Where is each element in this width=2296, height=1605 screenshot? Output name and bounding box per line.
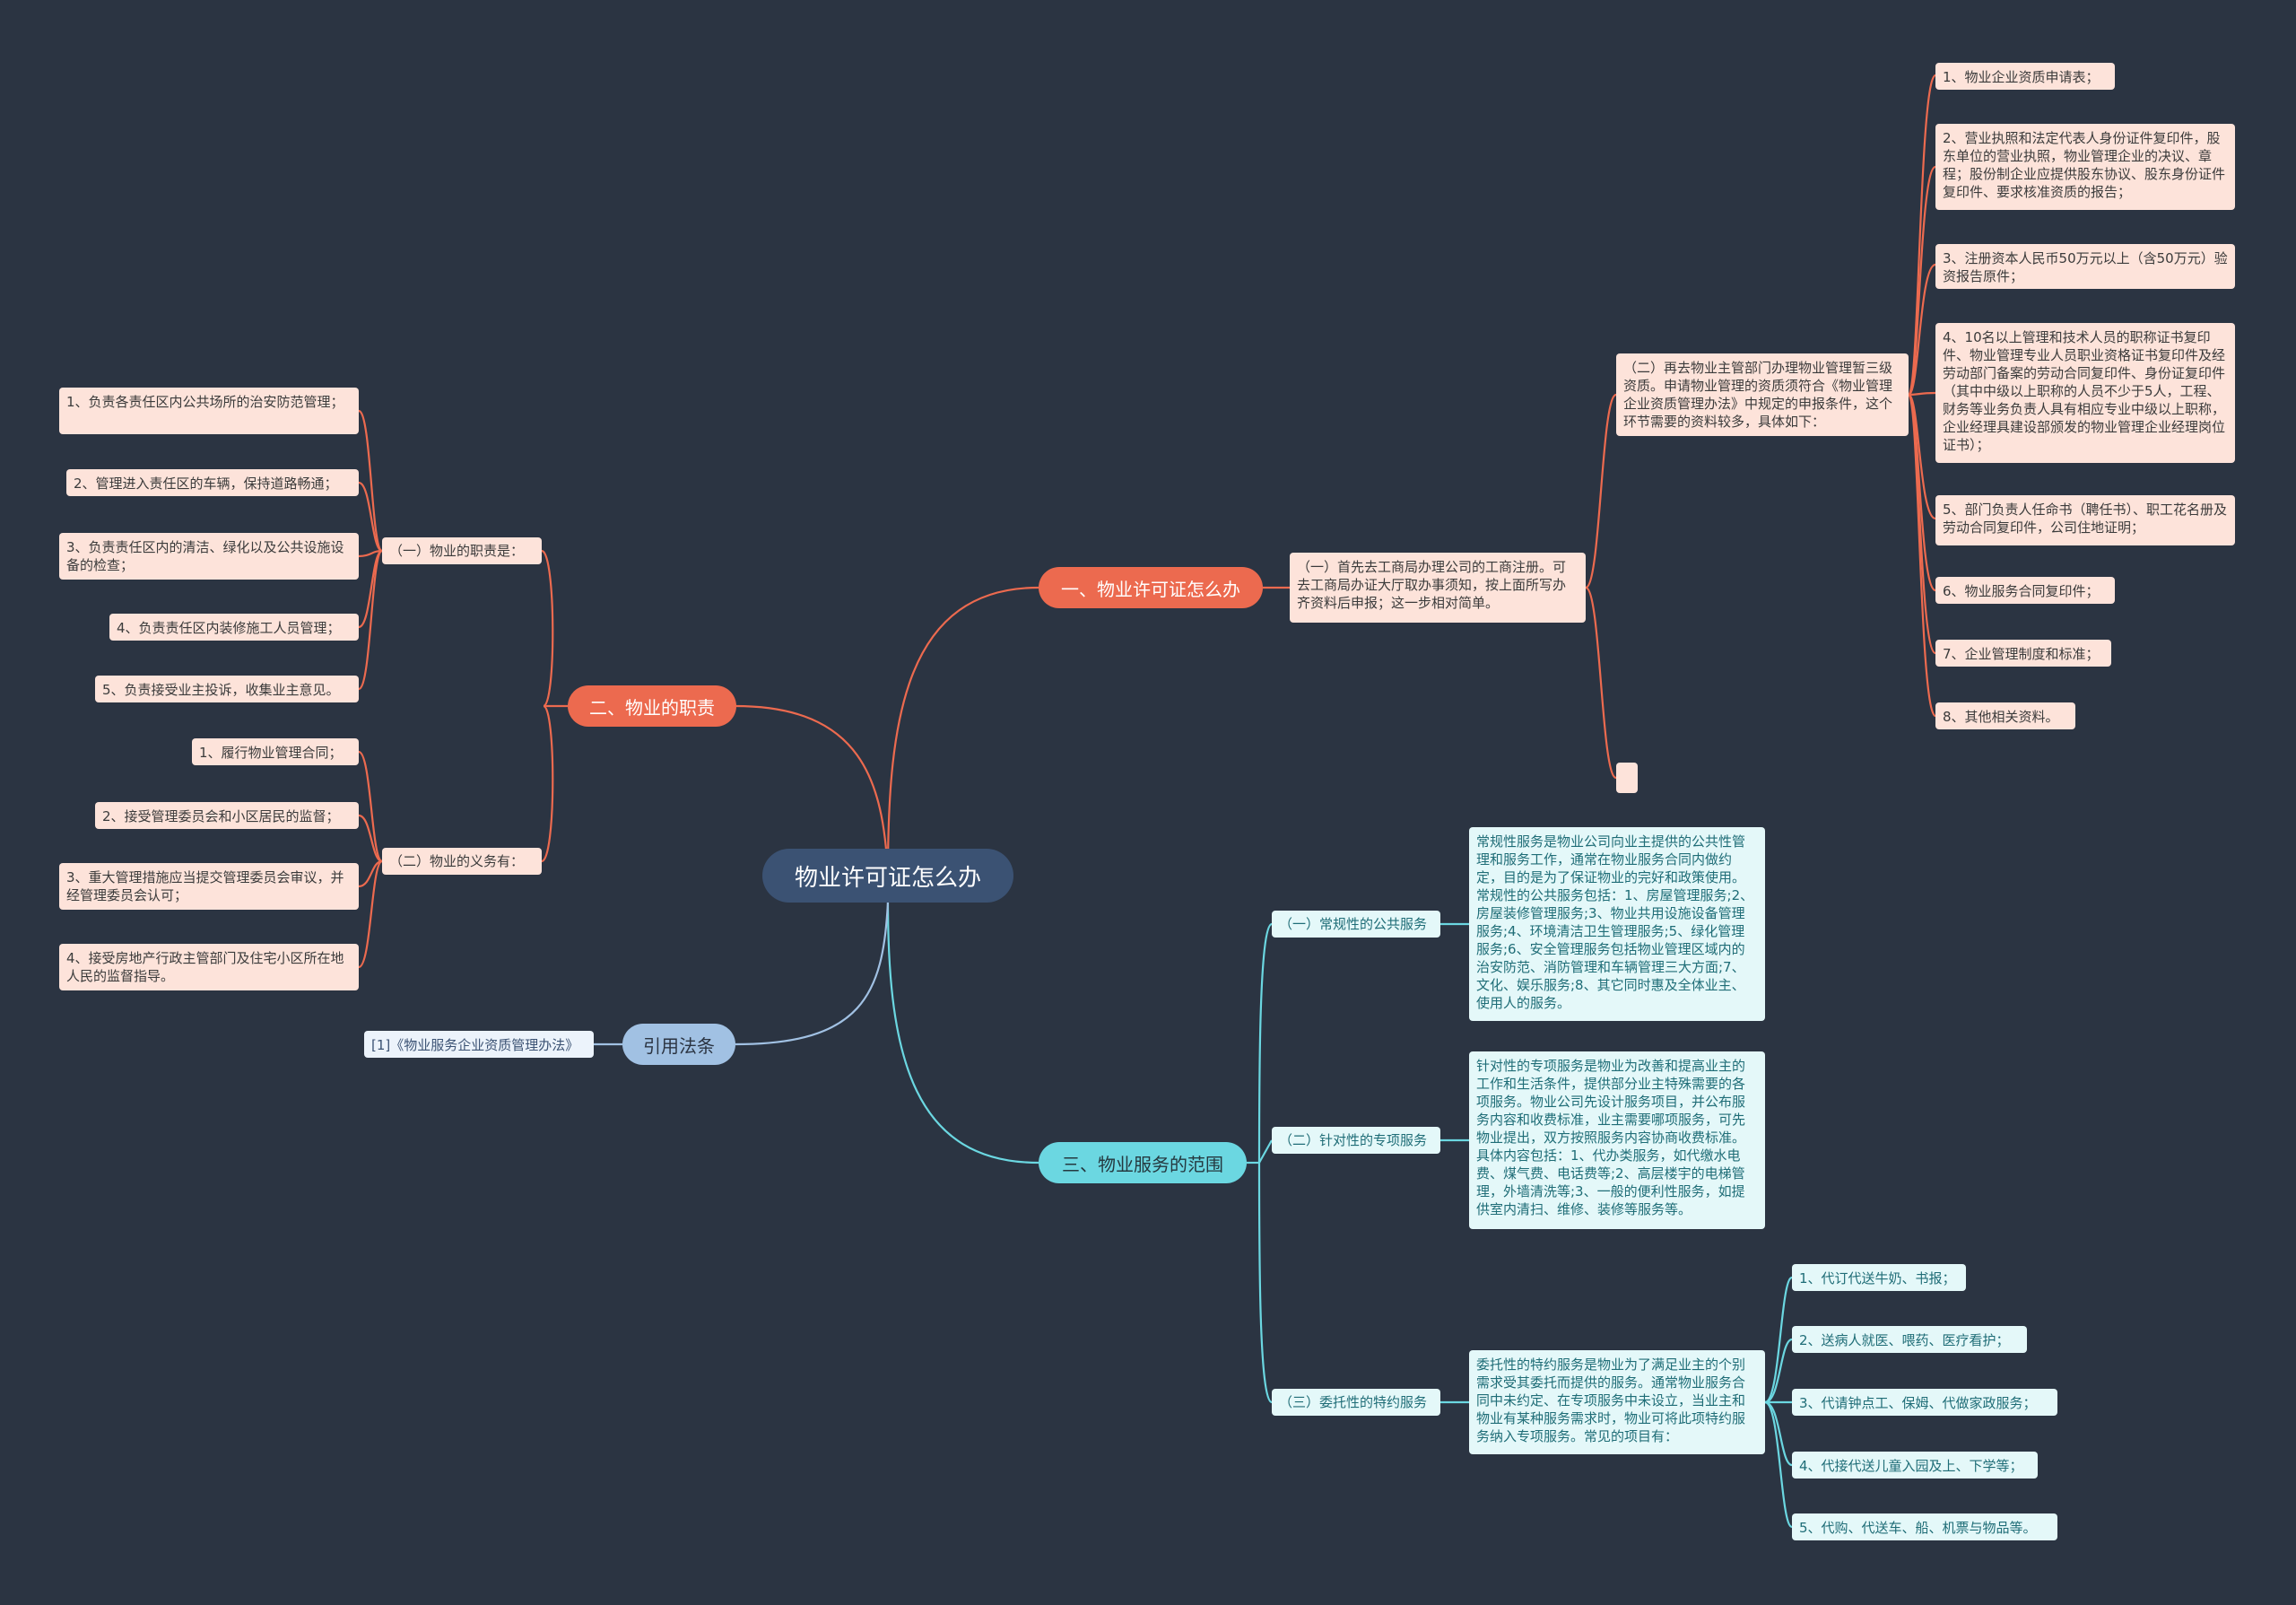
material-item-7[interactable]: 7、企业管理制度和标准； — [1935, 640, 2111, 667]
branch-service-scope[interactable]: 三、物业服务的范围 — [1039, 1142, 1247, 1183]
blank-node[interactable] — [1616, 763, 1638, 793]
obligation-item-2[interactable]: 2、接受管理委员会和小区居民的监督； — [95, 802, 359, 829]
service-entrusted-heading[interactable]: （三）委托性的特约服务 — [1272, 1389, 1440, 1416]
entrusted-item-4[interactable]: 4、代接代送儿童入园及上、下学等； — [1792, 1452, 2038, 1479]
entrusted-item-1[interactable]: 1、代订代送牛奶、书报； — [1792, 1264, 1966, 1291]
duty-item-4[interactable]: 4、负责责任区内装修施工人员管理； — [109, 614, 359, 641]
material-item-4[interactable]: 4、10名以上管理和技术人员的职称证书复印件、物业管理专业人员职业资格证书复印件… — [1935, 323, 2235, 463]
service-routine-text[interactable]: 常规性服务是物业公司向业主提供的公共性管理和服务工作，通常在物业服务合同内做约定… — [1469, 827, 1765, 1021]
duties-heading[interactable]: （一）物业的职责是： — [382, 537, 542, 564]
obligation-item-1[interactable]: 1、履行物业管理合同； — [192, 738, 359, 765]
service-special-text[interactable]: 针对性的专项服务是物业为改善和提高业主的工作和生活条件，提供部分业主特殊需要的各… — [1469, 1051, 1765, 1229]
cited-law-item[interactable]: [1]《物业服务企业资质管理办法》 — [364, 1031, 594, 1058]
duty-item-3[interactable]: 3、负责责任区内的清洁、绿化以及公共设施设备的检查； — [59, 533, 359, 580]
material-item-3[interactable]: 3、注册资本人民币50万元以上（含50万元）验资报告原件； — [1935, 244, 2235, 289]
duty-item-1[interactable]: 1、负责各责任区内公共场所的治安防范管理； — [59, 388, 359, 434]
branch-cited-law[interactable]: 引用法条 — [622, 1024, 735, 1065]
step-qualification-application[interactable]: （二）再去物业主管部门办理物业管理暂三级资质。申请物业管理的资质须符合《物业管理… — [1616, 353, 1909, 436]
duty-item-2[interactable]: 2、管理进入责任区的车辆，保持道路畅通； — [66, 469, 359, 496]
branch-license-how-to[interactable]: 一、物业许可证怎么办 — [1039, 567, 1263, 608]
material-item-6[interactable]: 6、物业服务合同复印件； — [1935, 577, 2115, 604]
material-item-8[interactable]: 8、其他相关资料。 — [1935, 702, 2075, 729]
entrusted-item-2[interactable]: 2、送病人就医、喂药、医疗看护； — [1792, 1326, 2027, 1353]
service-entrusted-text[interactable]: 委托性的特约服务是物业为了满足业主的个别需求受其委托而提供的服务。通常物业服务合… — [1469, 1350, 1765, 1454]
material-item-2[interactable]: 2、营业执照和法定代表人身份证件复印件，股东单位的营业执照，物业管理企业的决议、… — [1935, 124, 2235, 210]
obligation-item-4[interactable]: 4、接受房地产行政主管部门及住宅小区所在地人民的监督指导。 — [59, 944, 359, 990]
step-business-registration[interactable]: （一）首先去工商局办理公司的工商注册。可去工商局办证大厅取办事须知，按上面所写办… — [1290, 553, 1586, 623]
obligations-heading[interactable]: （二）物业的义务有： — [382, 848, 542, 875]
service-special-heading[interactable]: （二）针对性的专项服务 — [1272, 1127, 1440, 1154]
branch-property-duties[interactable]: 二、物业的职责 — [568, 685, 736, 727]
material-item-5[interactable]: 5、部门负责人任命书（聘任书）、职工花名册及劳动合同复印件，公司住地证明； — [1935, 495, 2235, 545]
service-routine-heading[interactable]: （一）常规性的公共服务 — [1272, 911, 1440, 938]
root-topic[interactable]: 物业许可证怎么办 — [762, 849, 1013, 903]
entrusted-item-3[interactable]: 3、代请钟点工、保姆、代做家政服务； — [1792, 1389, 2057, 1416]
entrusted-item-5[interactable]: 5、代购、代送车、船、机票与物品等。 — [1792, 1513, 2057, 1540]
obligation-item-3[interactable]: 3、重大管理措施应当提交管理委员会审议，并经管理委员会认可； — [59, 863, 359, 910]
duty-item-5[interactable]: 5、负责接受业主投诉，收集业主意见。 — [95, 676, 359, 702]
material-item-1[interactable]: 1、物业企业资质申请表； — [1935, 63, 2115, 90]
